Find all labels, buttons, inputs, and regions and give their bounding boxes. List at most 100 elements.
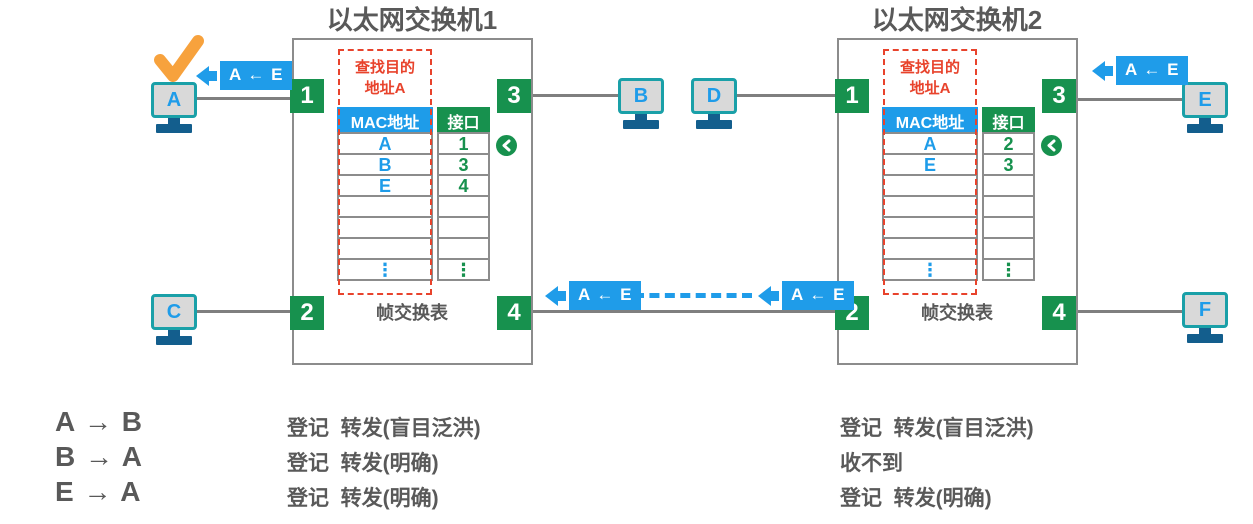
switch1-port-header: 接口: [437, 107, 490, 134]
switch2-mac-table: MAC地址 A E ⋮ 接口 2 3 ⋮: [882, 107, 1035, 281]
legend-switch1-result-2: 登记 转发(明确): [287, 452, 439, 475]
host-b-label: B: [633, 84, 649, 107]
legend-switch2-result-3: 登记 转发(明确): [840, 487, 992, 510]
table-cell: B: [337, 153, 433, 176]
host-e-monitor-icon: E: [1182, 82, 1228, 118]
link-switch2-hostf: [1076, 310, 1183, 313]
switch1-mac-header: MAC地址: [337, 107, 433, 134]
frame-text: A ← E: [220, 61, 293, 90]
table-cell: 2: [982, 132, 1035, 155]
link-switch1-switch2: [531, 310, 837, 313]
host-f-stand: [1199, 328, 1211, 334]
switch2-port-header: 接口: [982, 107, 1035, 134]
host-f-monitor-icon: F: [1182, 292, 1228, 328]
switch1: 以太网交换机1 1 3 2 4 MAC地址 A B E ⋮ 接口 1 3 4: [290, 0, 537, 370]
switch1-port-column: 接口 1 3 4 ⋮: [437, 107, 490, 281]
host-c-stand: [168, 330, 180, 336]
switch1-mac-table: MAC地址 A B E ⋮ 接口 1 3 4 ⋮: [337, 107, 490, 281]
success-check-icon: [152, 34, 206, 87]
switch1-mac-column: MAC地址 A B E ⋮: [337, 107, 433, 281]
switch2-mac-header: MAC地址: [882, 107, 978, 134]
link-hosta-switch1: [197, 97, 292, 100]
table-cell: 3: [982, 153, 1035, 176]
host-e-stand: [1199, 118, 1211, 124]
frame-label-link-right: A ← E: [758, 281, 855, 310]
host-a: A: [151, 82, 197, 133]
legend-flow-3: E → A: [55, 476, 142, 507]
link-hostc-switch1: [197, 310, 292, 313]
table-cell: [982, 174, 1035, 197]
table-cell: [337, 216, 433, 239]
dashed-flow-line: [634, 293, 752, 298]
host-c-stand-base: [156, 336, 192, 345]
table-cell: 4: [437, 174, 490, 197]
link-switch2-hoste: [1076, 98, 1183, 101]
host-d-monitor-icon: D: [691, 78, 737, 114]
link-hostd-switch2: [737, 94, 837, 97]
switch1-table-caption: 帧交换表: [376, 303, 448, 323]
switch2-table-caption: 帧交换表: [921, 303, 993, 323]
frame-text: A ← E: [1116, 56, 1189, 85]
table-cell: [437, 195, 490, 218]
host-e: E: [1182, 82, 1228, 133]
table-cell: [337, 237, 433, 260]
legend-switch1-result-1: 登记 转发(盲目泛洪): [287, 417, 481, 440]
host-d-stand: [708, 114, 720, 120]
host-b: B: [618, 78, 664, 129]
frame-text: A ← E: [782, 281, 855, 310]
table-cell-ellipsis: ⋮: [337, 258, 433, 281]
switch1-title: 以太网交换机1: [326, 5, 498, 35]
legend-switch2-result-2: 收不到: [840, 452, 903, 475]
table-cell: [982, 237, 1035, 260]
host-a-stand-base: [156, 124, 192, 133]
switch2-port-column: 接口 2 3 ⋮: [982, 107, 1035, 281]
switch1-port-3: 3: [497, 79, 531, 113]
host-c: C: [151, 294, 197, 345]
table-cell: 1: [437, 132, 490, 155]
table-cell: [882, 237, 978, 260]
host-f-stand-base: [1187, 334, 1223, 343]
switch2-title: 以太网交换机2: [871, 5, 1043, 35]
table-cell-ellipsis: ⋮: [982, 258, 1035, 281]
host-c-label: C: [166, 300, 182, 323]
switch1-port-2: 2: [290, 296, 324, 330]
left-arrow-icon: [1105, 65, 1113, 76]
table-cell: [337, 195, 433, 218]
switch2: 以太网交换机2 1 3 2 4 MAC地址 A E ⋮ 接口 2 3: [835, 0, 1082, 370]
table-cell: 3: [437, 153, 490, 176]
table-cell: [437, 216, 490, 239]
left-arrow-icon: [209, 70, 217, 81]
host-e-stand-base: [1187, 124, 1223, 133]
host-a-stand: [168, 118, 180, 124]
frame-text: A ← E: [569, 281, 642, 310]
table-cell: [437, 237, 490, 260]
table-cell: [882, 195, 978, 218]
switch2-box: [837, 38, 1078, 365]
switch2-port-1: 1: [835, 79, 869, 113]
table-cell: [882, 174, 978, 197]
frame-label-link-left: A ← E: [545, 281, 642, 310]
legend-switch1-result-3: 登记 转发(明确): [287, 487, 439, 510]
host-e-label: E: [1198, 88, 1212, 111]
switch2-active-row-chevron-icon: [1041, 135, 1062, 156]
host-d: D: [691, 78, 737, 129]
table-cell-ellipsis: ⋮: [437, 258, 490, 281]
host-d-label: D: [706, 84, 722, 107]
host-f: F: [1182, 292, 1228, 343]
table-cell: A: [337, 132, 433, 155]
host-c-monitor-icon: C: [151, 294, 197, 330]
table-cell: E: [882, 153, 978, 176]
switch1-port-1: 1: [290, 79, 324, 113]
table-cell: E: [337, 174, 433, 197]
link-switch1-hostb: [531, 94, 620, 97]
legend-switch2-result-1: 登记 转发(盲目泛洪): [840, 417, 1034, 440]
switch2-port-4: 4: [1042, 296, 1076, 330]
frame-label-at-host-a: A ← E: [196, 61, 293, 90]
left-arrow-icon: [771, 290, 779, 301]
host-f-label: F: [1198, 298, 1212, 321]
left-arrow-icon: [545, 285, 558, 306]
switch2-mac-column: MAC地址 A E ⋮: [882, 107, 978, 281]
left-arrow-icon: [1092, 60, 1105, 81]
left-arrow-icon: [758, 285, 771, 306]
